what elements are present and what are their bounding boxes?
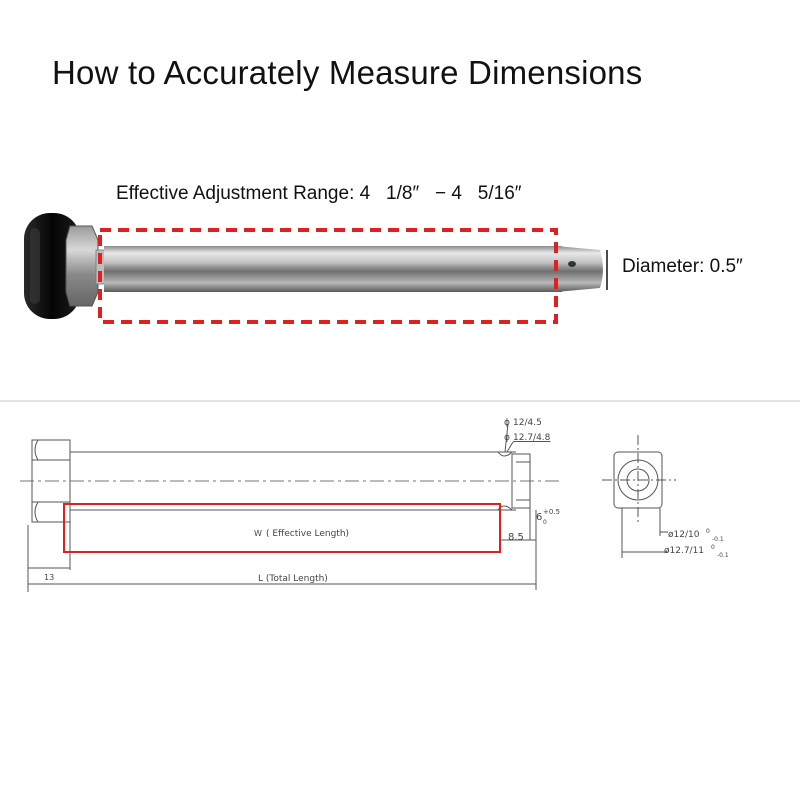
head-width-value: 13 — [44, 573, 54, 582]
end-length-value: 8.5 — [508, 532, 524, 543]
diam-top-a: 12/4.5 — [513, 418, 542, 428]
end-diam-1-sub: -0.1 — [712, 536, 724, 543]
effective-length-label: ( Effective Length) — [266, 529, 349, 539]
svg-text:ϕ: ϕ — [504, 418, 510, 428]
hex-nut-icon — [65, 225, 107, 307]
cross-section-icon — [602, 435, 676, 558]
hole-offset-sub: 0 — [543, 519, 547, 526]
pin-photo — [24, 213, 608, 324]
end-diam-2-sub: -0.1 — [717, 552, 729, 559]
drawing-annotations: ϕ 12/4.5 ϕ 12.7/4.8 W ( Effective Length… — [44, 418, 729, 584]
technical-drawing — [20, 423, 676, 592]
total-length-label: L (Total Length) — [258, 574, 328, 584]
diameter-label: Diameter: 0.5″ — [622, 256, 743, 277]
effective-range-box — [98, 228, 558, 324]
hole-offset-value: 6 — [536, 512, 542, 523]
page-title: How to Accurately Measure Dimensions — [52, 54, 643, 91]
steel-pin-icon — [104, 246, 603, 292]
end-diam-2: ø12.7/11 — [664, 546, 704, 556]
adjustment-range-label: Effective Adjustment Range: 4 1/8″ − 4 5… — [116, 183, 522, 204]
svg-text:ϕ: ϕ — [504, 433, 510, 443]
effective-length-symbol: W — [254, 529, 262, 538]
end-diam-1-sup: 0 — [706, 528, 710, 535]
diam-top-b: 12.7/4.8 — [513, 433, 551, 443]
end-diam-2-sup: 0 — [711, 544, 715, 551]
end-diam-1: ø12/10 — [668, 530, 700, 540]
hole-offset-sup: +0.5 — [543, 508, 560, 516]
